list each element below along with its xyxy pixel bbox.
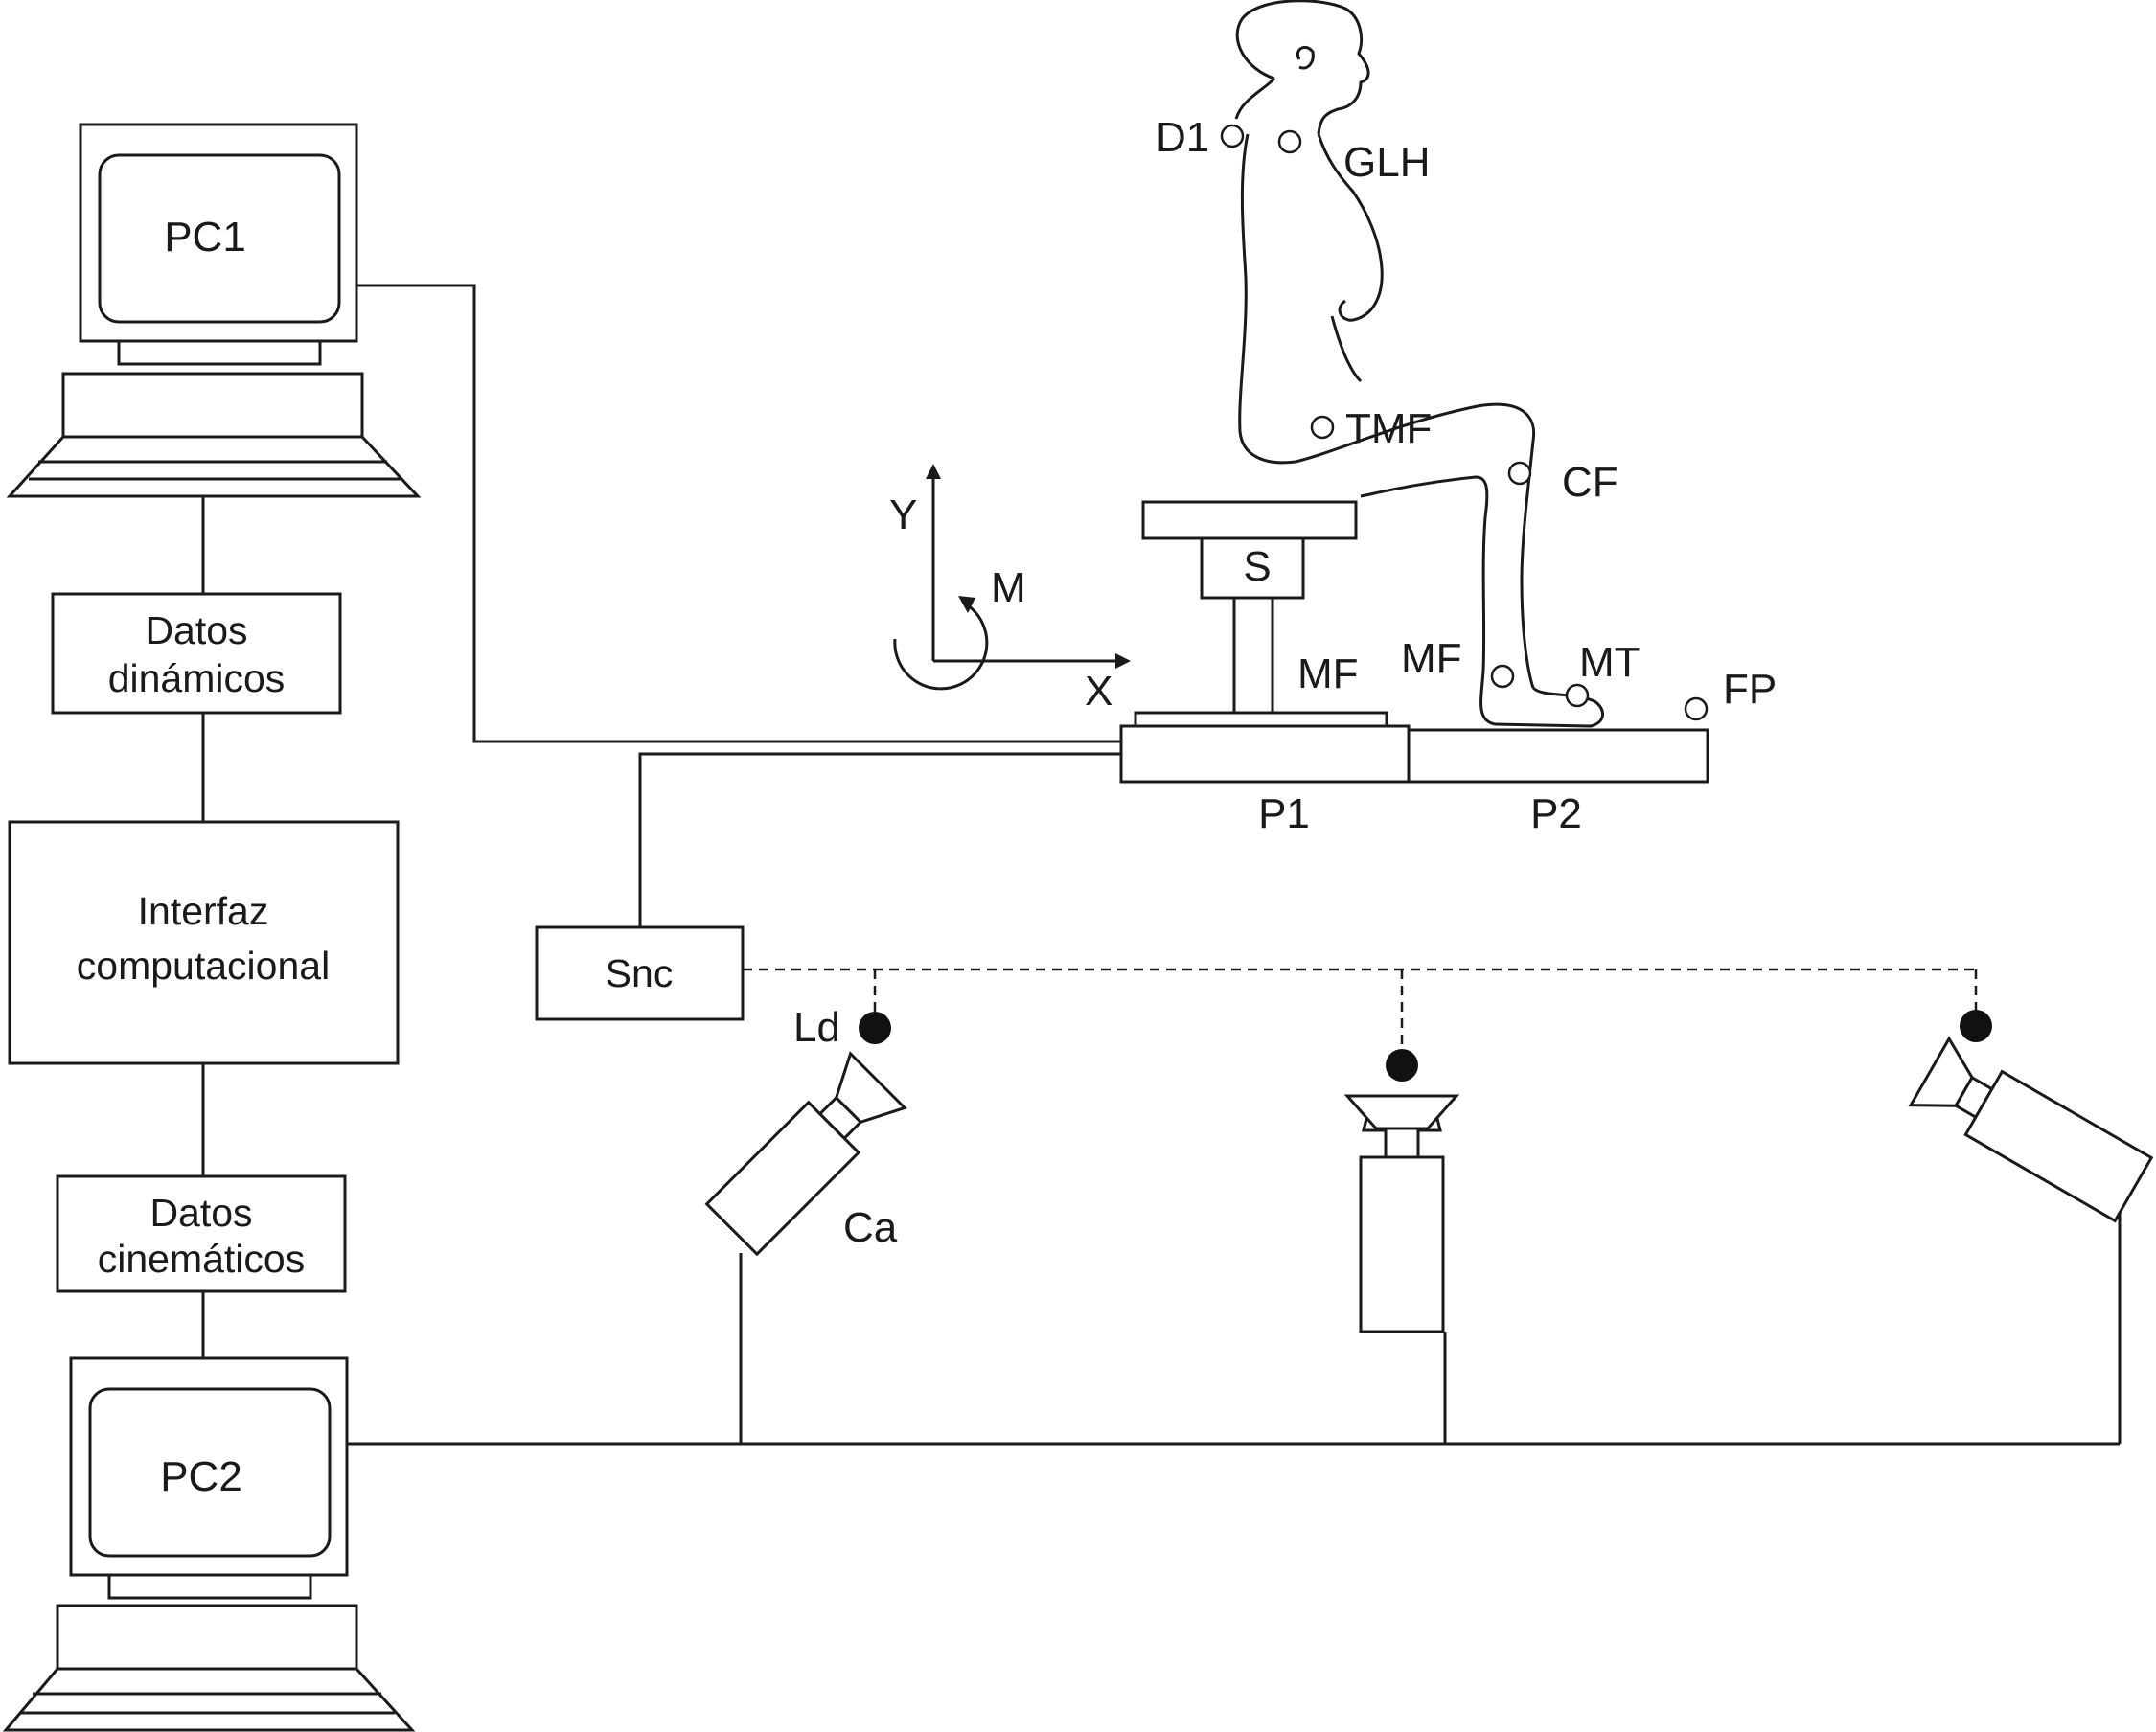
kinematic-data-line2: cinemáticos [98, 1237, 305, 1281]
stool [1134, 500, 1388, 728]
marker-glh-label: GLH [1343, 139, 1430, 186]
pc2-label: PC2 [160, 1453, 242, 1500]
marker-tmf-label: TMF [1345, 405, 1432, 452]
interface-line1: Interfaz [138, 889, 269, 933]
camera-left [704, 1051, 907, 1257]
body-markers [1220, 124, 1709, 721]
dynamic-data-box: Datos dinámicos [51, 592, 342, 715]
pc1-platform-cable [356, 284, 1121, 743]
marker-d1 [1220, 124, 1245, 148]
seat-sensor-label: S [1243, 543, 1271, 590]
camera-center [1343, 1094, 1460, 1333]
y-axis-label: Y [889, 491, 917, 538]
kinematic-data-line1: Datos [149, 1191, 252, 1235]
marker-d1-label: D1 [1156, 114, 1209, 161]
marker-cf [1507, 461, 1532, 486]
dynamic-data-line1: Datos [145, 608, 247, 652]
led-right [1960, 1010, 1992, 1042]
sync-label: Snc [606, 951, 674, 995]
camera-label: Ca [843, 1204, 898, 1251]
marker-fp-label: FP [1723, 666, 1777, 713]
led-left [859, 1012, 891, 1044]
marker-cf-label: CF [1562, 459, 1618, 506]
force-platforms [1119, 724, 1709, 784]
seated-subject [1234, 0, 1604, 728]
sync-dashed-lines [743, 968, 1978, 1050]
camera-network-cables [347, 1212, 2122, 1446]
platform-sync-cable [638, 752, 1121, 927]
kinematic-data-box: Datos cinemáticos [56, 1174, 347, 1293]
sync-box: Snc [535, 925, 745, 1021]
marker-fp [1684, 696, 1709, 721]
marker-mf-label: MF [1401, 635, 1462, 682]
camera-right [1908, 1036, 2154, 1223]
pc2-computer: PC2 [2, 1356, 416, 1732]
marker-mt-label: MT [1579, 639, 1640, 686]
computational-interface-box: Interfaz computacional [8, 820, 400, 1065]
seat-mf-label: MF [1297, 650, 1359, 697]
x-axis-label: X [1085, 668, 1112, 715]
platform-p2-label: P2 [1530, 790, 1582, 837]
led-label: Ld [793, 1004, 840, 1051]
led-center [1386, 1049, 1418, 1082]
pc1-computer: PC1 [6, 123, 422, 498]
pc1-label: PC1 [164, 214, 246, 261]
interface-line2: computacional [77, 944, 330, 988]
marker-mt [1565, 683, 1590, 708]
marker-glh [1277, 129, 1302, 154]
dynamic-data-line2: dinámicos [108, 656, 286, 700]
coordinate-axes [893, 464, 1131, 691]
platform-p1-label: P1 [1258, 790, 1310, 837]
marker-tmf [1310, 415, 1335, 440]
moment-label: M [991, 564, 1026, 611]
marker-mf [1490, 664, 1515, 689]
